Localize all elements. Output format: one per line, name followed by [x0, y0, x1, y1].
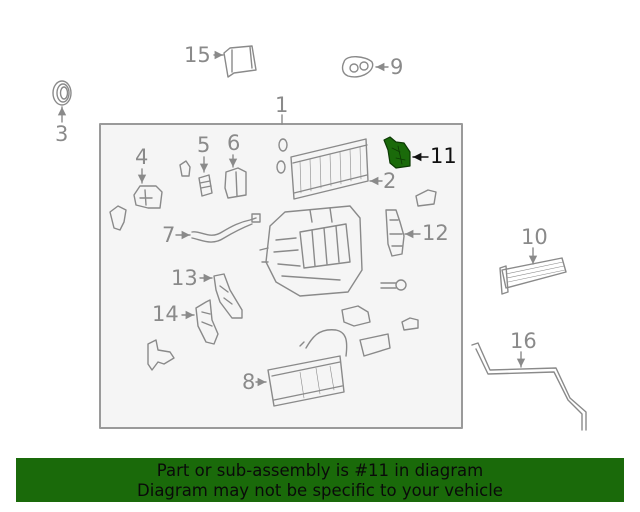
part-14-actuator-icon[interactable] [181, 299, 219, 345]
part-8-heater-core-icon[interactable] [255, 329, 348, 407]
part-6-servo-icon[interactable] [224, 154, 247, 199]
banner-line-disclaimer: Diagram may not be specific to your vehi… [137, 481, 503, 500]
callout-9[interactable]: 9 [390, 55, 404, 79]
callout-12[interactable]: 12 [422, 221, 449, 245]
hvac-unit-body-icon[interactable] [259, 205, 363, 297]
part-5-sensor-icon[interactable] [198, 156, 213, 197]
loose-bracket-icon [147, 339, 175, 371]
callout-5[interactable]: 5 [197, 133, 211, 157]
callout-4[interactable]: 4 [135, 145, 149, 169]
callout-16[interactable]: 16 [510, 329, 537, 353]
parts-diagram: 1 2 3 4 5 6 7 8 9 10 11 12 13 14 15 16 [52, 43, 587, 431]
callout-3[interactable]: 3 [55, 122, 69, 146]
part-11-highlighted-icon[interactable] [383, 136, 429, 169]
part-3-seal-ring-icon[interactable] [52, 80, 72, 123]
small-clip-icon [401, 317, 419, 331]
callout-10[interactable]: 10 [521, 225, 548, 249]
banner-line-part-number: Part or sub-assembly is #11 in diagram [156, 461, 484, 480]
clip-part-icon [109, 205, 127, 231]
part-16-pipe-icon[interactable] [471, 342, 587, 431]
part-7-wire-harness-icon[interactable] [175, 213, 261, 243]
callout-8[interactable]: 8 [242, 370, 256, 394]
screw-icon [380, 279, 407, 291]
callout-13[interactable]: 13 [171, 266, 198, 290]
part-12-duct-icon[interactable] [385, 209, 421, 257]
callout-15[interactable]: 15 [184, 43, 211, 67]
callout-2[interactable]: 2 [383, 169, 397, 193]
callout-7[interactable]: 7 [162, 223, 176, 247]
part-9-grommet-icon[interactable] [341, 56, 389, 78]
small-bracket-icon [415, 189, 437, 207]
part-4-actuator-icon[interactable] [133, 168, 163, 209]
callout-6[interactable]: 6 [227, 131, 241, 155]
part-2-evaporator-icon[interactable] [276, 138, 383, 200]
part-info-banner: Part or sub-assembly is #11 in diagram D… [16, 458, 624, 502]
panel-piece-icon [359, 333, 391, 357]
part-13-actuator-icon[interactable] [199, 273, 243, 319]
part-15-bracket-icon[interactable] [213, 45, 257, 78]
callout-1[interactable]: 1 [275, 93, 289, 117]
small-pad-icon [179, 160, 191, 177]
part-10-filter-icon[interactable] [499, 247, 567, 295]
assembly-box-part-1 [99, 114, 463, 429]
callout-11-highlighted[interactable]: 11 [430, 144, 457, 168]
duct-piece-icon [341, 305, 371, 327]
callout-14[interactable]: 14 [152, 302, 179, 326]
